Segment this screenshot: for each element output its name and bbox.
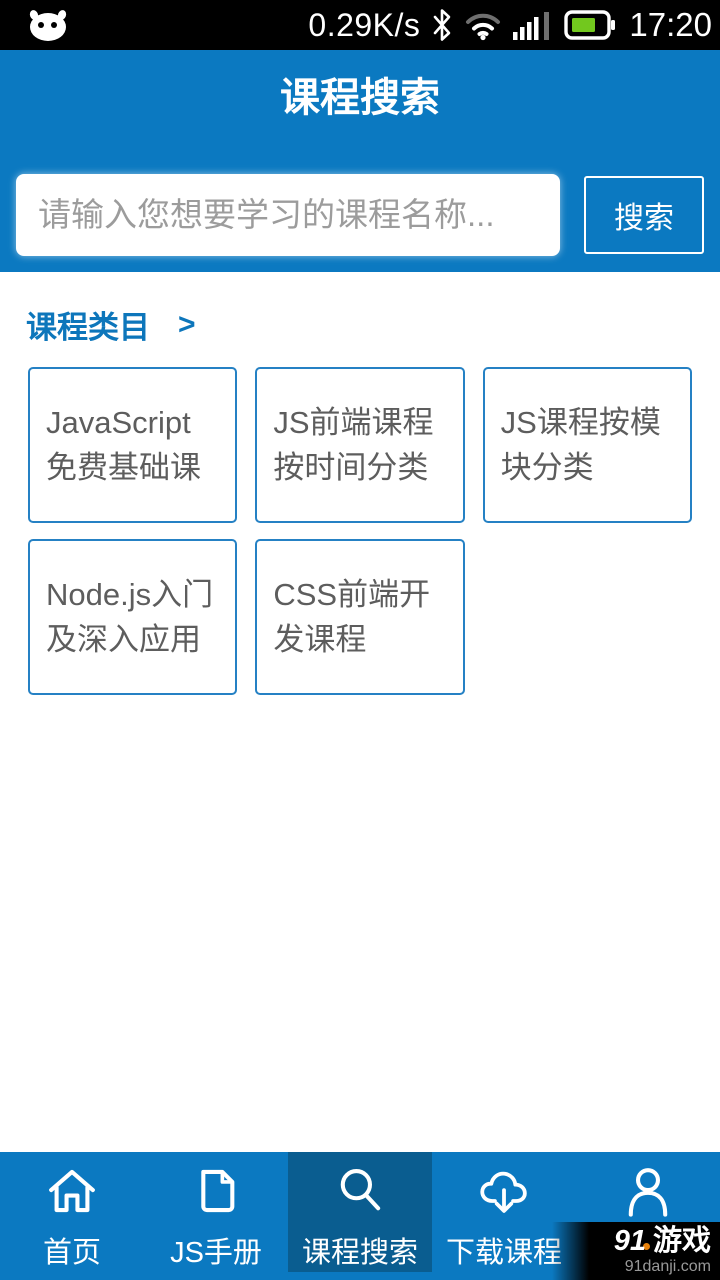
home-icon [49, 1169, 95, 1213]
battery-icon [564, 9, 616, 41]
category-grid: JavaScript免费基础课 JS前端课程按时间分类 JS课程按模块分类 No… [28, 367, 692, 695]
clock-time: 17:20 [629, 6, 712, 43]
watermark-site: 91danji.com [624, 1258, 711, 1275]
content-area: 课程类目 > JavaScript免费基础课 JS前端课程按时间分类 JS课程按… [0, 272, 720, 695]
cloud-download-icon [480, 1171, 527, 1213]
network-speed: 0.29K/s [308, 6, 421, 43]
page-title: 课程搜索 [280, 76, 440, 120]
category-card[interactable]: CSS前端开发课程 [255, 539, 465, 695]
category-card-label: JS前端课程按时间分类 [273, 405, 434, 485]
app-header: 课程搜索 搜索 [0, 50, 720, 272]
tab-label: JS手册 [170, 1237, 262, 1269]
category-card-label: JavaScript免费基础课 [46, 405, 201, 485]
document-icon [201, 1169, 235, 1213]
category-card[interactable]: Node.js入门及深入应用 [28, 539, 238, 695]
watermark-number: 91 [613, 1225, 646, 1257]
search-button[interactable]: 搜索 [584, 176, 704, 254]
watermark-dot [642, 1243, 650, 1250]
search-bar: 搜索 [0, 174, 720, 256]
watermark-name: 游戏 [652, 1225, 711, 1257]
category-card[interactable]: JavaScript免费基础课 [28, 367, 238, 523]
search-input[interactable] [16, 174, 560, 256]
tab-label: 课程搜索 [301, 1237, 418, 1269]
category-heading-link[interactable]: 课程类目 > [0, 272, 720, 347]
category-heading-label: 课程类目 [26, 310, 150, 345]
tab-label: 首页 [42, 1237, 101, 1269]
category-card[interactable]: JS前端课程按时间分类 [255, 367, 465, 523]
category-card-label: CSS前端开发课程 [273, 577, 431, 657]
category-card-label: Node.js入门及深入应用 [46, 577, 214, 657]
search-icon [340, 1169, 381, 1211]
tab-js-manual[interactable]: JS手册 [144, 1152, 288, 1272]
tab-label: 下载课程 [445, 1237, 562, 1269]
bluetooth-icon [431, 8, 453, 42]
status-bar: 0.29K/s [0, 0, 720, 50]
tab-download-course[interactable]: 下载课程 [432, 1152, 576, 1272]
chevron-right-icon: > [178, 307, 196, 341]
tab-course-search[interactable]: 课程搜索 [288, 1152, 432, 1272]
person-icon [628, 1168, 668, 1217]
android-icon [22, 5, 74, 45]
tab-profile[interactable] [576, 1152, 720, 1272]
tab-home[interactable]: 首页 [0, 1152, 144, 1272]
wifi-icon [464, 9, 502, 41]
signal-icon [513, 8, 553, 42]
category-card-label: JS课程按模块分类 [500, 405, 661, 485]
category-card[interactable]: JS课程按模块分类 [482, 367, 692, 523]
